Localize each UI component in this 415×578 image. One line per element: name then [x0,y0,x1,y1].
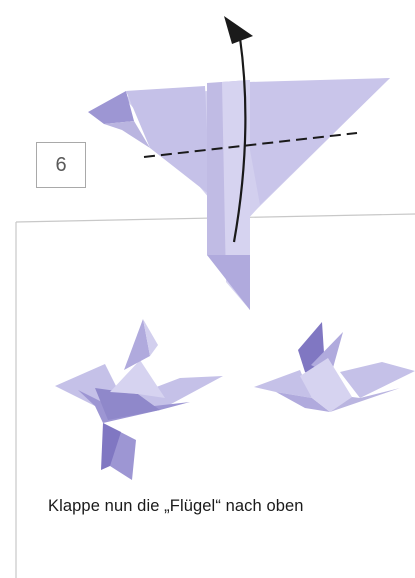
step-number-box: 6 [36,142,86,188]
instruction-caption: Klappe nun die „Flügel“ nach oben [48,497,304,516]
bird-model-left [55,319,223,480]
folded-model-top [88,78,390,310]
step-number: 6 [55,155,66,175]
bird-model-right [254,322,415,412]
head-flap [88,91,134,124]
right-bird-right-wing [340,362,415,398]
body-right-shade [248,78,390,205]
left-bird-center [110,360,165,398]
center-strip-tail [207,255,250,310]
arrow-head-icon [224,16,253,44]
